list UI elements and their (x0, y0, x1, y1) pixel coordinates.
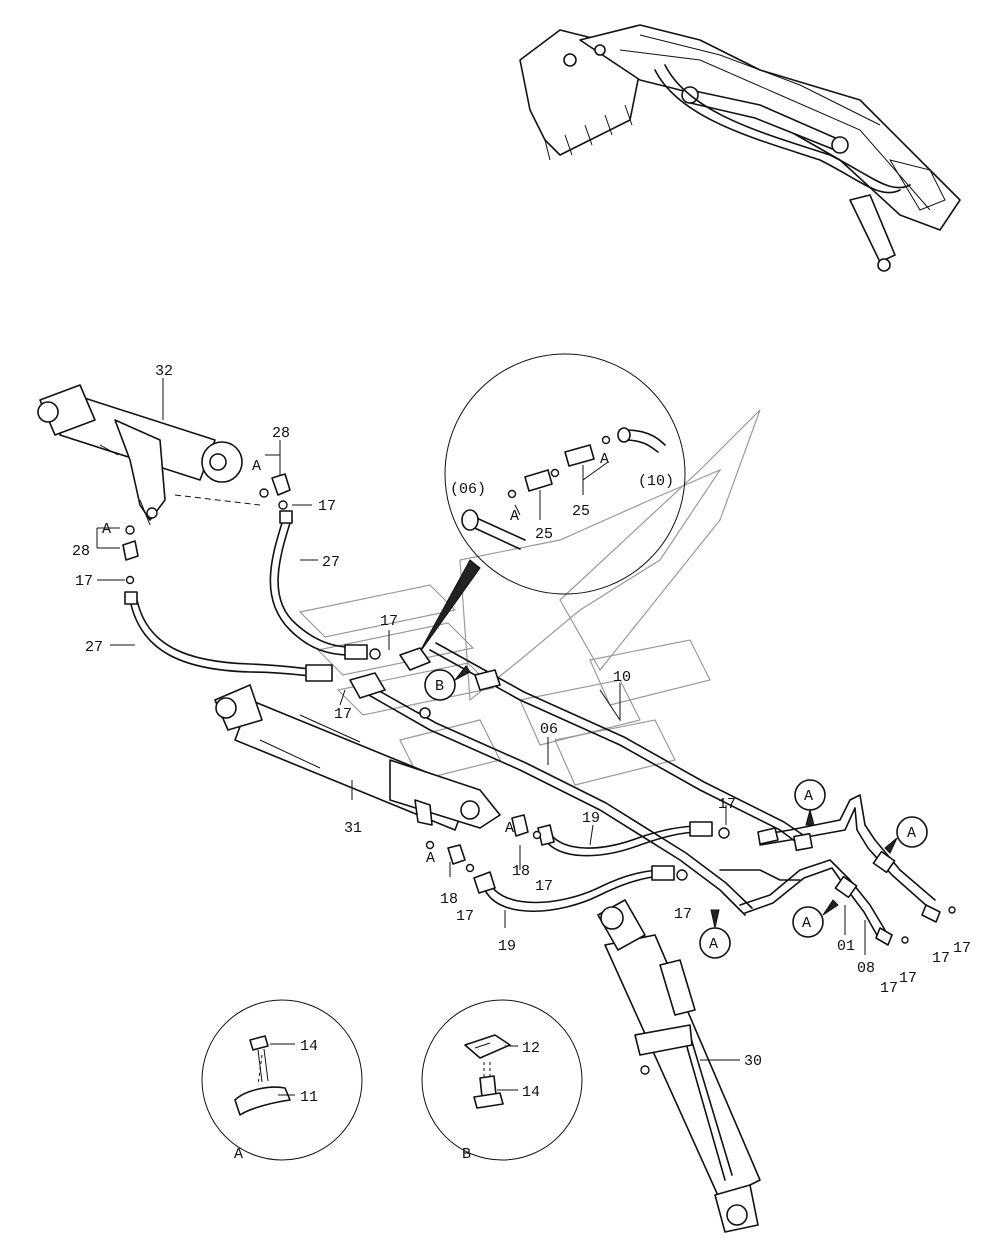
detail-b-title: B (462, 1146, 471, 1163)
label-17-left: 17 (75, 573, 93, 590)
detail-a-title: A (234, 1146, 243, 1163)
part-labels: 32 28 A 17 A 28 17 27 27 17 17 B 10 06 3… (72, 363, 971, 1163)
detail-a-label-11: 11 (300, 1089, 318, 1106)
detail-a-clamp (201, 999, 363, 1161)
label-a-mid: A (505, 820, 514, 837)
detail-label-25-left: 25 (535, 526, 553, 543)
label-a-callout-4: A (709, 936, 718, 953)
label-28-lower: 28 (72, 543, 90, 560)
pipes-10-06 (349, 642, 807, 916)
label-18-right: 18 (512, 863, 530, 880)
label-27-lower: 27 (85, 639, 103, 656)
label-10: 10 (613, 669, 631, 686)
detail-b-clamp (421, 999, 583, 1161)
label-a-callout-3: A (802, 915, 811, 932)
label-a-callout-2: A (907, 825, 916, 842)
hose-19-upper (544, 821, 779, 857)
pipe-bundle-right (719, 794, 956, 946)
fitting-28 (122, 473, 291, 585)
detail-label-25-right: 25 (572, 503, 590, 520)
label-18-left: 18 (440, 891, 458, 908)
detail-a-label-14: 14 (300, 1038, 318, 1055)
label-01: 01 (837, 938, 855, 955)
label-17-lower: 17 (456, 908, 474, 925)
label-19-upper: 19 (582, 810, 600, 827)
callout-circles (424, 665, 928, 959)
cylinder-32 (37, 384, 261, 526)
detail-label-a-left: A (510, 508, 519, 525)
label-a-upper: A (252, 458, 261, 475)
label-17-r4: 17 (953, 940, 971, 957)
label-17-r1: 17 (880, 980, 898, 997)
label-17-pipe-lower: 17 (674, 906, 692, 923)
label-a-left: A (102, 521, 111, 538)
label-32: 32 (155, 363, 173, 380)
label-17-upper: 17 (318, 498, 336, 515)
label-17-r2: 17 (899, 970, 917, 987)
label-b-callout: B (435, 678, 444, 695)
label-17-elbow: 17 (334, 706, 352, 723)
label-a-callout-1: A (804, 788, 813, 805)
label-28-upper: 28 (272, 425, 290, 442)
leader-lines (96, 378, 866, 1061)
hose-27-lower (124, 591, 333, 682)
label-17-18: 17 (535, 878, 553, 895)
watermark-logo (298, 409, 761, 786)
label-31: 31 (344, 820, 362, 837)
label-30: 30 (744, 1053, 762, 1070)
label-17-pipe: 17 (718, 796, 736, 813)
detail-b-label-12: 12 (522, 1040, 540, 1057)
label-06: 06 (540, 721, 558, 738)
cylinder-31 (214, 684, 501, 850)
label-19-lower: 19 (498, 938, 516, 955)
hose-19-lower (473, 865, 688, 913)
cylinder-30 (597, 899, 761, 1233)
hose-27-upper (269, 510, 381, 660)
label-17-r3: 17 (932, 950, 950, 967)
label-08: 08 (857, 960, 875, 977)
label-a-lower: A (426, 850, 435, 867)
label-17-mid: 17 (380, 613, 398, 630)
detail-label-10: (10) (638, 473, 674, 490)
detail-b-label-14: 14 (522, 1084, 540, 1101)
detail-label-06: (06) (450, 481, 486, 498)
label-27-upper: 27 (322, 554, 340, 571)
detail-label-a-right: A (600, 451, 609, 468)
fitting-18 (447, 814, 555, 873)
detail-circle-fittings (417, 353, 686, 656)
excavator-arm-overview (519, 24, 961, 272)
